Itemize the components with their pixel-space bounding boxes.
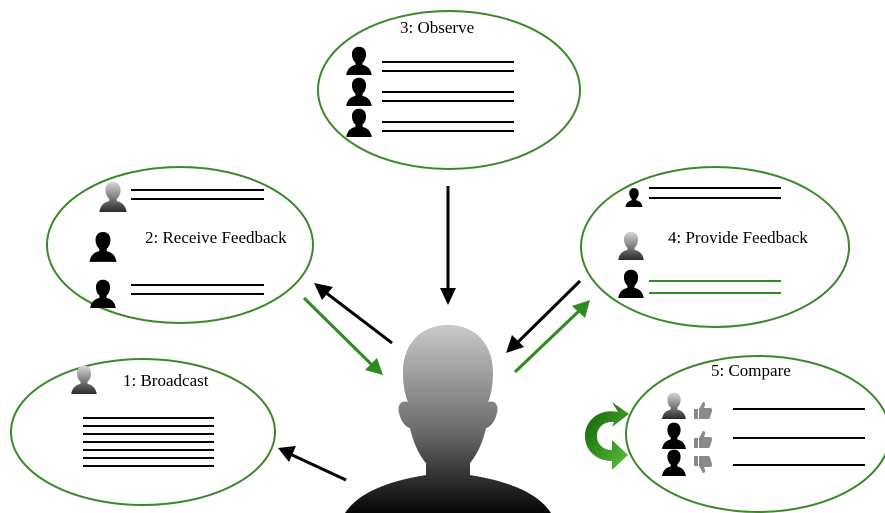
broadcast-label: 1: Broadcast: [123, 371, 209, 390]
stage-compare: 5: Compare: [625, 355, 885, 513]
center-to-broadcast-arrow: [278, 446, 347, 482]
observe-label: 3: Observe: [400, 18, 474, 37]
broadcast-ellipse: [10, 358, 276, 506]
compare-ellipse: [625, 355, 885, 513]
stage-observe: 3: Observe: [317, 10, 581, 170]
stage-receive-feedback: 2: Receive Feedback: [46, 166, 314, 324]
broadcast-text-lines: [83, 417, 214, 467]
central-person-icon: [345, 325, 551, 513]
cycle-arrows-icon: [585, 402, 629, 470]
receive-text-lines: [131, 189, 264, 295]
stage-provide-feedback: 4: Provide Feedback: [580, 166, 850, 328]
arrows: [278, 186, 590, 482]
stage-broadcast: 1: Broadcast: [10, 358, 276, 506]
center-to-receive-arrow: [314, 283, 393, 345]
provide-feedback-label: 4: Provide Feedback: [668, 228, 808, 247]
center-to-provide-arrow: [513, 300, 590, 374]
compare-text-lines: [733, 408, 865, 466]
provide-to-center-arrow: [506, 279, 582, 353]
compare-label: 5: Compare: [711, 361, 791, 380]
observe-ellipse: [317, 10, 581, 170]
receive-to-center-arrow: [302, 296, 383, 375]
observe-to-center-arrow: [440, 186, 456, 305]
receive-feedback-label: 2: Receive Feedback: [145, 228, 287, 247]
provide-ellipse: [580, 166, 850, 328]
observe-text-lines: [382, 61, 514, 132]
provide-text-lines: [649, 187, 781, 294]
